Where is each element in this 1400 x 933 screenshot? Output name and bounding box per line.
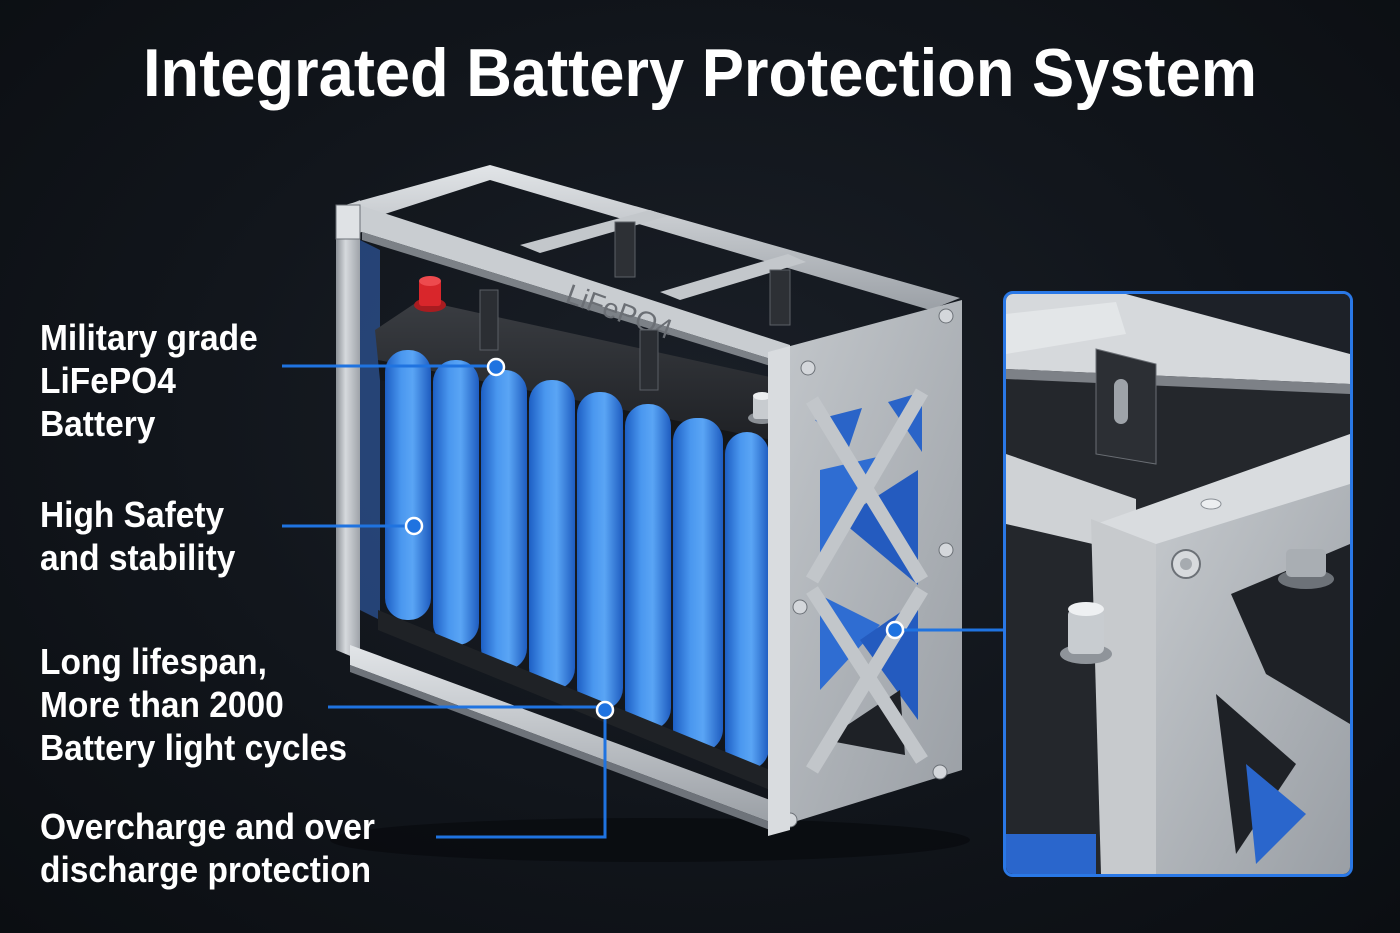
floor-shadow <box>330 818 970 862</box>
frame-left-back-post <box>336 200 380 660</box>
positive-terminal <box>414 276 446 312</box>
callout-label-lifespan: Long lifespan, More than 2000 Battery li… <box>40 641 348 768</box>
frame-top-rails <box>335 165 960 372</box>
callout-marker-lifespan <box>595 700 615 720</box>
callout-marker-lifepo4 <box>486 357 506 377</box>
battery-cells <box>385 350 769 770</box>
callout-line-protection <box>436 710 607 839</box>
callout-markers <box>404 357 905 720</box>
callout-label-safety: High Safety and stability <box>40 494 236 578</box>
callout-lines <box>282 364 1004 839</box>
frame-corner-detail <box>1006 294 1350 874</box>
battery-case-label: LiFePO4 <box>562 278 676 345</box>
frame-right-end-panel <box>768 300 962 836</box>
callout-marker-inset <box>885 620 905 640</box>
callout-marker-safety <box>404 516 424 536</box>
detail-inset <box>1003 291 1353 877</box>
callout-label-protection: Overcharge and over discharge protection <box>40 806 375 890</box>
page-title: Integrated Battery Protection System <box>142 35 1258 111</box>
callout-label-lifepo4: Military grade LiFePO4 Battery <box>40 317 258 444</box>
